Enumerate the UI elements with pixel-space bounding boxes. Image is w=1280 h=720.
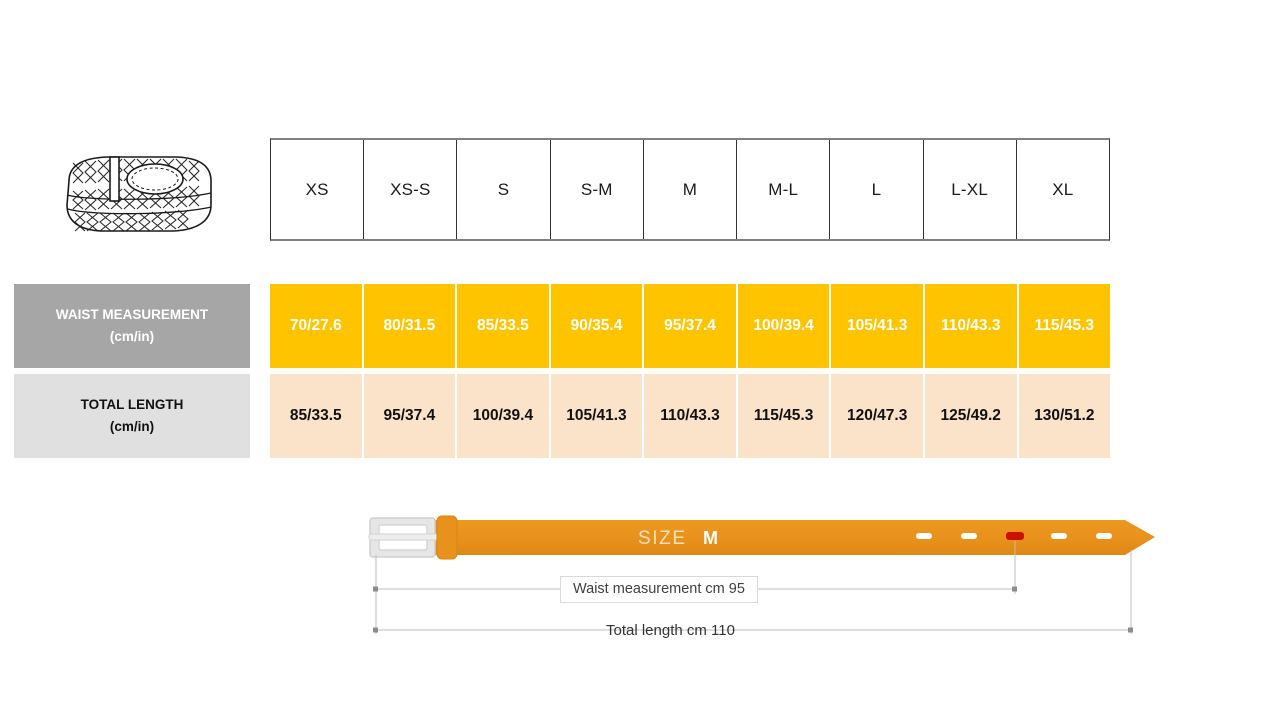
total-length-callout: Total length cm 110 <box>606 622 735 639</box>
belt-hole <box>916 533 932 539</box>
total-length-value-cell: 125/49.2 <box>924 374 1019 458</box>
row-label-line1: WAIST MEASUREMENT <box>55 306 209 322</box>
total-length-value-cell: 120/47.3 <box>831 374 925 458</box>
belt-holes <box>916 532 1112 540</box>
belt-buckle <box>368 517 442 558</box>
total-length-value-cell: 105/41.3 <box>550 374 645 458</box>
size-header-cell: L-XL <box>923 140 1017 239</box>
size-header-cell: L <box>830 140 924 239</box>
row-label-line2: (cm/in) <box>109 419 155 434</box>
total-length-value-strip: 85/33.5 95/37.4 100/39.4 105/41.3 110/43… <box>270 374 1111 458</box>
row-label-line1: TOTAL LENGTH <box>80 396 184 412</box>
size-header-cell: S <box>457 140 551 239</box>
belt-hole-active <box>1006 532 1024 540</box>
waist-value-cell: 115/45.3 <box>1018 284 1111 368</box>
size-header-cell: M <box>643 140 738 239</box>
dimension-extension-lines <box>375 541 1132 634</box>
row-label-line2: (cm/in) <box>109 329 155 344</box>
waist-value-cell: 80/31.5 <box>363 284 458 368</box>
waist-value-cell: 105/41.3 <box>831 284 925 368</box>
total-length-value-cell: 95/37.4 <box>363 374 458 458</box>
size-header-cell: XS <box>271 140 365 239</box>
total-length-value-cell: 130/51.2 <box>1018 374 1111 458</box>
size-header-cell: S-M <box>550 140 644 239</box>
waist-value-cell: 95/37.4 <box>644 284 738 368</box>
size-header-cell: M-L <box>737 140 831 239</box>
belt-hole <box>1096 533 1112 539</box>
waist-value-cell: 70/27.6 <box>270 284 364 368</box>
belt-keeper-loop <box>436 515 458 560</box>
belt-hole <box>1051 533 1067 539</box>
size-header-cell: XS-S <box>364 140 458 239</box>
waist-measurement-row: WAIST MEASUREMENT (cm/in) 70/27.6 80/31.… <box>14 284 1111 368</box>
waist-value-cell: 100/39.4 <box>737 284 832 368</box>
belt-measurement-diagram: SIZE M <box>355 500 1155 650</box>
waist-value-cell: 85/33.5 <box>457 284 551 368</box>
belt-strap <box>425 520 1155 555</box>
waist-measurement-callout: Waist measurement cm 95 <box>560 576 758 603</box>
total-length-value-cell: 115/45.3 <box>737 374 832 458</box>
total-length-value-cell: 85/33.5 <box>270 374 364 458</box>
belt-size-label: SIZE <box>638 528 687 549</box>
size-header-table: XS XS-S S S-M M M-L L L-XL XL <box>270 138 1110 241</box>
total-length-row: TOTAL LENGTH (cm/in) 85/33.5 95/37.4 100… <box>14 374 1111 458</box>
total-length-value-cell: 100/39.4 <box>457 374 551 458</box>
braided-belt-icon <box>55 143 220 243</box>
waist-value-cell: 110/43.3 <box>924 284 1019 368</box>
total-length-label: TOTAL LENGTH (cm/in) <box>14 374 250 458</box>
total-length-value-cell: 110/43.3 <box>644 374 738 458</box>
waist-measurement-label: WAIST MEASUREMENT (cm/in) <box>14 284 250 368</box>
waist-value-cell: 90/35.4 <box>550 284 645 368</box>
size-header-cell: XL <box>1016 140 1109 239</box>
belt-size-value: M <box>703 528 719 548</box>
belt-hole <box>961 533 977 539</box>
waist-value-strip: 70/27.6 80/31.5 85/33.5 90/35.4 95/37.4 … <box>270 284 1111 368</box>
total-length-dimension-line <box>373 627 1133 633</box>
